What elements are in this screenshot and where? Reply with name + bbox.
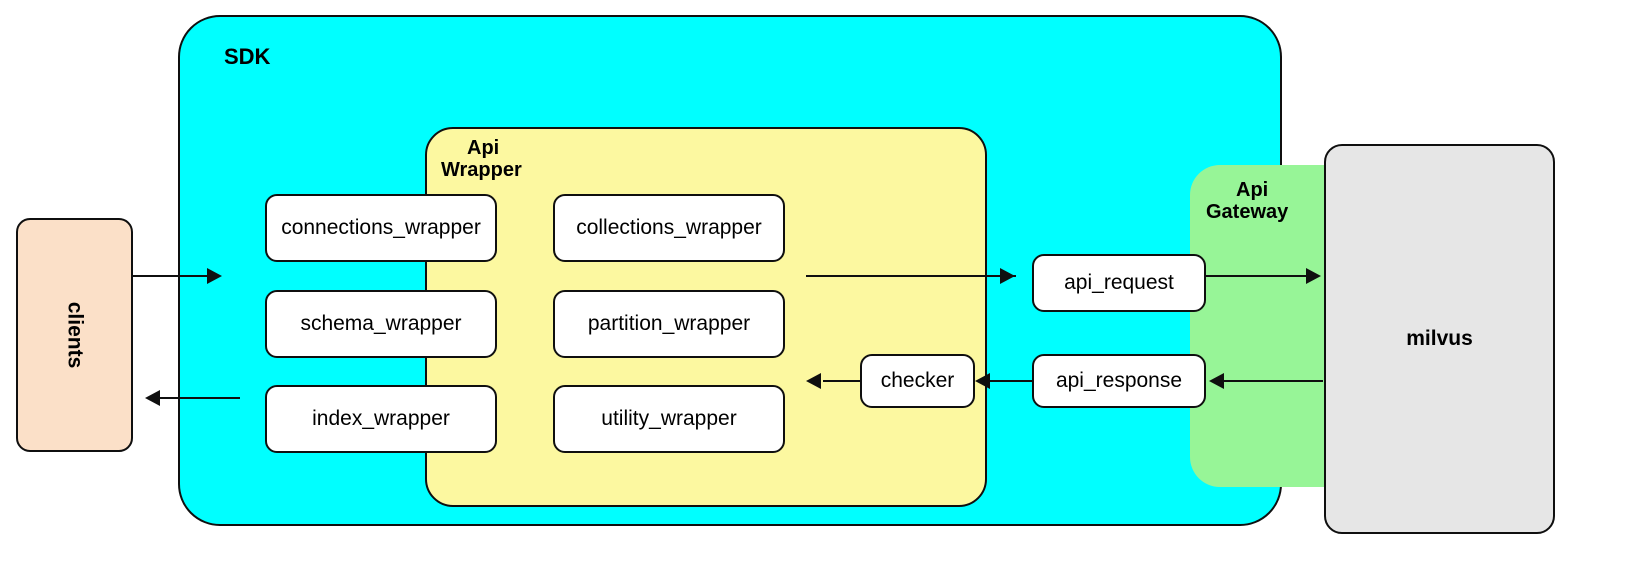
clients-node[interactable]: clients bbox=[16, 218, 133, 452]
connector-api-response-to-checker-line bbox=[990, 380, 1032, 382]
connector-api-request-to-milvus-line bbox=[1205, 275, 1317, 277]
module-collections-wrapper[interactable]: collections_wrapper bbox=[553, 194, 785, 262]
connector-clients-to-sdk-line bbox=[133, 275, 218, 277]
connector-sdk-to-clients-line bbox=[160, 397, 240, 399]
connector-api-response-to-checker-arrowhead-icon bbox=[975, 373, 990, 389]
clients-label: clients bbox=[63, 301, 87, 369]
checker-node[interactable]: checker bbox=[860, 354, 975, 408]
connector-api-request-to-milvus-arrowhead-icon bbox=[1306, 268, 1321, 284]
api-response-node[interactable]: api_response bbox=[1032, 354, 1206, 408]
api-gateway-label: Api Gateway bbox=[1206, 179, 1289, 224]
api-request-node[interactable]: api_request bbox=[1032, 254, 1206, 312]
module-connections-wrapper[interactable]: connections_wrapper bbox=[265, 194, 497, 262]
connector-api-wrapper-to-api-gateway-line bbox=[806, 275, 1016, 277]
connector-clients-to-sdk-arrowhead-icon bbox=[207, 268, 222, 284]
sdk-label: SDK bbox=[224, 44, 271, 69]
connector-milvus-to-api-response-arrowhead-icon bbox=[1209, 373, 1224, 389]
milvus-node[interactable]: milvus bbox=[1324, 144, 1555, 534]
connector-checker-to-api-wrapper-arrowhead-icon bbox=[806, 373, 821, 389]
api-wrapper-label: Api Wrapper bbox=[441, 137, 522, 182]
connector-api-wrapper-to-api-gateway-arrowhead-icon bbox=[1000, 268, 1015, 284]
module-partition-wrapper[interactable]: partition_wrapper bbox=[553, 290, 785, 358]
module-utility-wrapper[interactable]: utility_wrapper bbox=[553, 385, 785, 453]
connector-checker-to-api-wrapper-line bbox=[823, 380, 860, 382]
module-schema-wrapper[interactable]: schema_wrapper bbox=[265, 290, 497, 358]
connector-sdk-to-clients-arrowhead-icon bbox=[145, 390, 160, 406]
module-index-wrapper[interactable]: index_wrapper bbox=[265, 385, 497, 453]
connector-milvus-to-api-response-line bbox=[1219, 380, 1323, 382]
